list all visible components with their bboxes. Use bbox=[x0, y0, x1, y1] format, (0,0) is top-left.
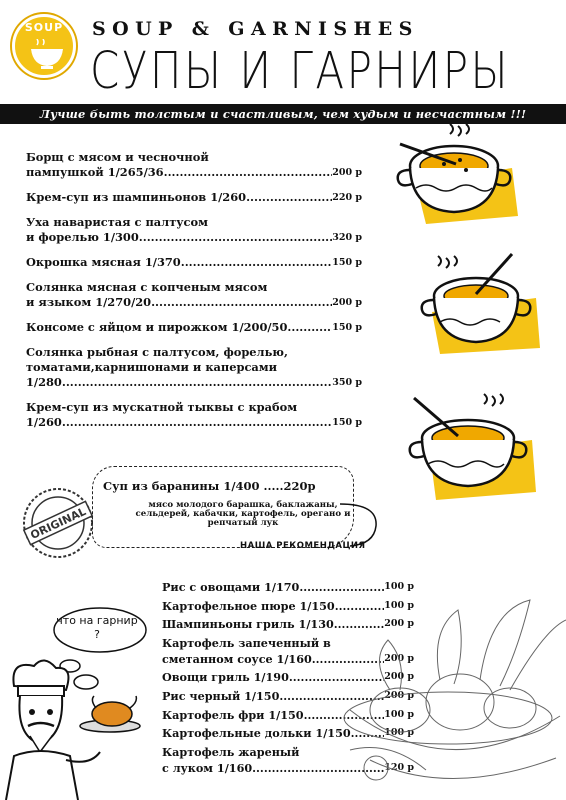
logo-text: SOUP bbox=[24, 21, 64, 34]
price: 150 р bbox=[332, 417, 362, 428]
dot-leader bbox=[246, 190, 332, 205]
slogan-banner: Лучше быть толстым и счастливым, чем худ… bbox=[0, 104, 566, 124]
dot-leader bbox=[139, 230, 332, 245]
soup-name: 1/260 bbox=[26, 415, 62, 429]
title-russian: СУПЫ И ГАРНИРЫ bbox=[90, 41, 511, 100]
price: 150 р bbox=[332, 322, 362, 333]
garnish-name: Рис с овощами 1/170 bbox=[162, 580, 300, 594]
price: 200 р bbox=[332, 297, 362, 308]
recommendation-note: НАША РЕКОМЕНДАЦИЯ bbox=[240, 541, 366, 551]
price: 350 р bbox=[332, 377, 362, 388]
garnish-name: Картофельные дольки 1/150 bbox=[162, 726, 351, 741]
price: 100 р bbox=[384, 727, 414, 739]
garnish-item: Картофельные дольки 1/150 100 р bbox=[162, 725, 414, 741]
price: 200 р bbox=[384, 618, 414, 630]
price: 100 р bbox=[384, 599, 414, 611]
recommendation-description: мясо молодого барашка, баклажаны, сельде… bbox=[135, 500, 351, 528]
soup-item: Окрошка мясная 1/370 150 р bbox=[26, 255, 362, 270]
soup-item: Солянка рыбная с палтусом, форелью,томат… bbox=[26, 345, 362, 390]
dot-leader bbox=[164, 165, 333, 180]
soup-pot-illustration bbox=[408, 393, 536, 500]
soup-name: 1/280 bbox=[26, 375, 62, 389]
price: 200 р bbox=[384, 671, 414, 683]
title-english: SOUP & GARNISHES bbox=[92, 18, 419, 40]
dot-leader bbox=[62, 375, 332, 390]
garnish-name: Овощи гриль 1/190 bbox=[162, 670, 289, 685]
dot-leader bbox=[287, 320, 332, 335]
dot-leader bbox=[181, 255, 332, 270]
soup-name: Крем-суп из мускатной тыквы с крабом bbox=[26, 400, 298, 414]
garnish-item: Картофель фри 1/150 100 р bbox=[162, 707, 414, 723]
garnish-name: с луком 1/160 bbox=[162, 760, 253, 775]
soup-pot-illustration bbox=[420, 252, 540, 354]
garnish-name: Картофель жареный bbox=[162, 744, 300, 759]
soup-name: пампушкой 1/265/36 bbox=[26, 165, 164, 179]
chef-illustration bbox=[5, 659, 141, 800]
soup-name: и форелью 1/300 bbox=[26, 230, 139, 244]
price: 200 р bbox=[332, 167, 362, 178]
price: 120 р bbox=[384, 761, 414, 773]
vegetables-sketch bbox=[343, 599, 566, 781]
curved-arrow-icon bbox=[339, 503, 377, 547]
garnish-item: Картофельное пюре 1/150 100 р bbox=[162, 598, 414, 614]
original-stamp: ORIGINAL bbox=[22, 488, 94, 558]
soup-bowl-icon bbox=[31, 39, 63, 69]
garnish-name: сметанном соусе 1/160 bbox=[162, 651, 312, 666]
price: 320 р bbox=[332, 232, 362, 243]
garnish-name: Шампиньоны гриль 1/130 bbox=[162, 617, 334, 632]
dot-leader bbox=[62, 415, 332, 430]
garnish-name: Картофельное пюре 1/150 bbox=[162, 598, 335, 613]
garnish-item: Шампиньоны гриль 1/130 200 р bbox=[162, 616, 414, 632]
soup-name: Солянка рыбная с палтусом, форелью, bbox=[26, 345, 288, 359]
soup-name: Окрошка мясная 1/370 bbox=[26, 255, 181, 269]
speech-bubble-text: что на гарнир ? bbox=[56, 614, 138, 641]
price: 100 р bbox=[384, 581, 414, 592]
recommendation-title: Суп из баранины 1/400 .....220р bbox=[103, 479, 316, 493]
soup-name: томатами,карнишонами и каперсами bbox=[26, 360, 278, 374]
soup-name: Крем-суп из шампиньонов 1/260 bbox=[26, 190, 247, 204]
speech-bubble bbox=[53, 607, 147, 653]
garnish-name: Картофель фри 1/150 bbox=[162, 707, 304, 722]
soup-item: Консоме с яйцом и пирожком 1/200/50 150 р bbox=[26, 320, 362, 335]
soup-name: Консоме с яйцом и пирожком 1/200/50 bbox=[26, 320, 288, 334]
price: 220 р bbox=[332, 192, 362, 203]
garnish-name: Картофель запеченный в bbox=[162, 635, 331, 650]
garnish-item: Овощи гриль 1/190 200 р bbox=[162, 669, 414, 685]
soup-item: Крем-суп из шампиньонов 1/260 220 р bbox=[26, 190, 362, 205]
garnish-name: Рис черный 1/150 bbox=[162, 688, 280, 703]
soup-name: и языком 1/270/20 bbox=[26, 295, 152, 309]
recommendation-box: Суп из баранины 1/400 .....220р мясо мол… bbox=[92, 466, 354, 548]
soup-name: Борщ с мясом и чесночной bbox=[26, 150, 209, 164]
garnish-item: Рис с овощами 1/170 100 р bbox=[162, 579, 414, 595]
price: 100 р bbox=[384, 708, 414, 720]
soup-pot-illustration bbox=[396, 124, 518, 224]
soup-name: Солянка мясная с копченым мясом bbox=[26, 280, 268, 294]
soup-logo: SOUP bbox=[12, 14, 76, 78]
price: 150 р bbox=[332, 257, 362, 268]
soup-name: Уха наваристая с палтусом bbox=[26, 215, 208, 229]
dot-leader bbox=[151, 295, 332, 310]
